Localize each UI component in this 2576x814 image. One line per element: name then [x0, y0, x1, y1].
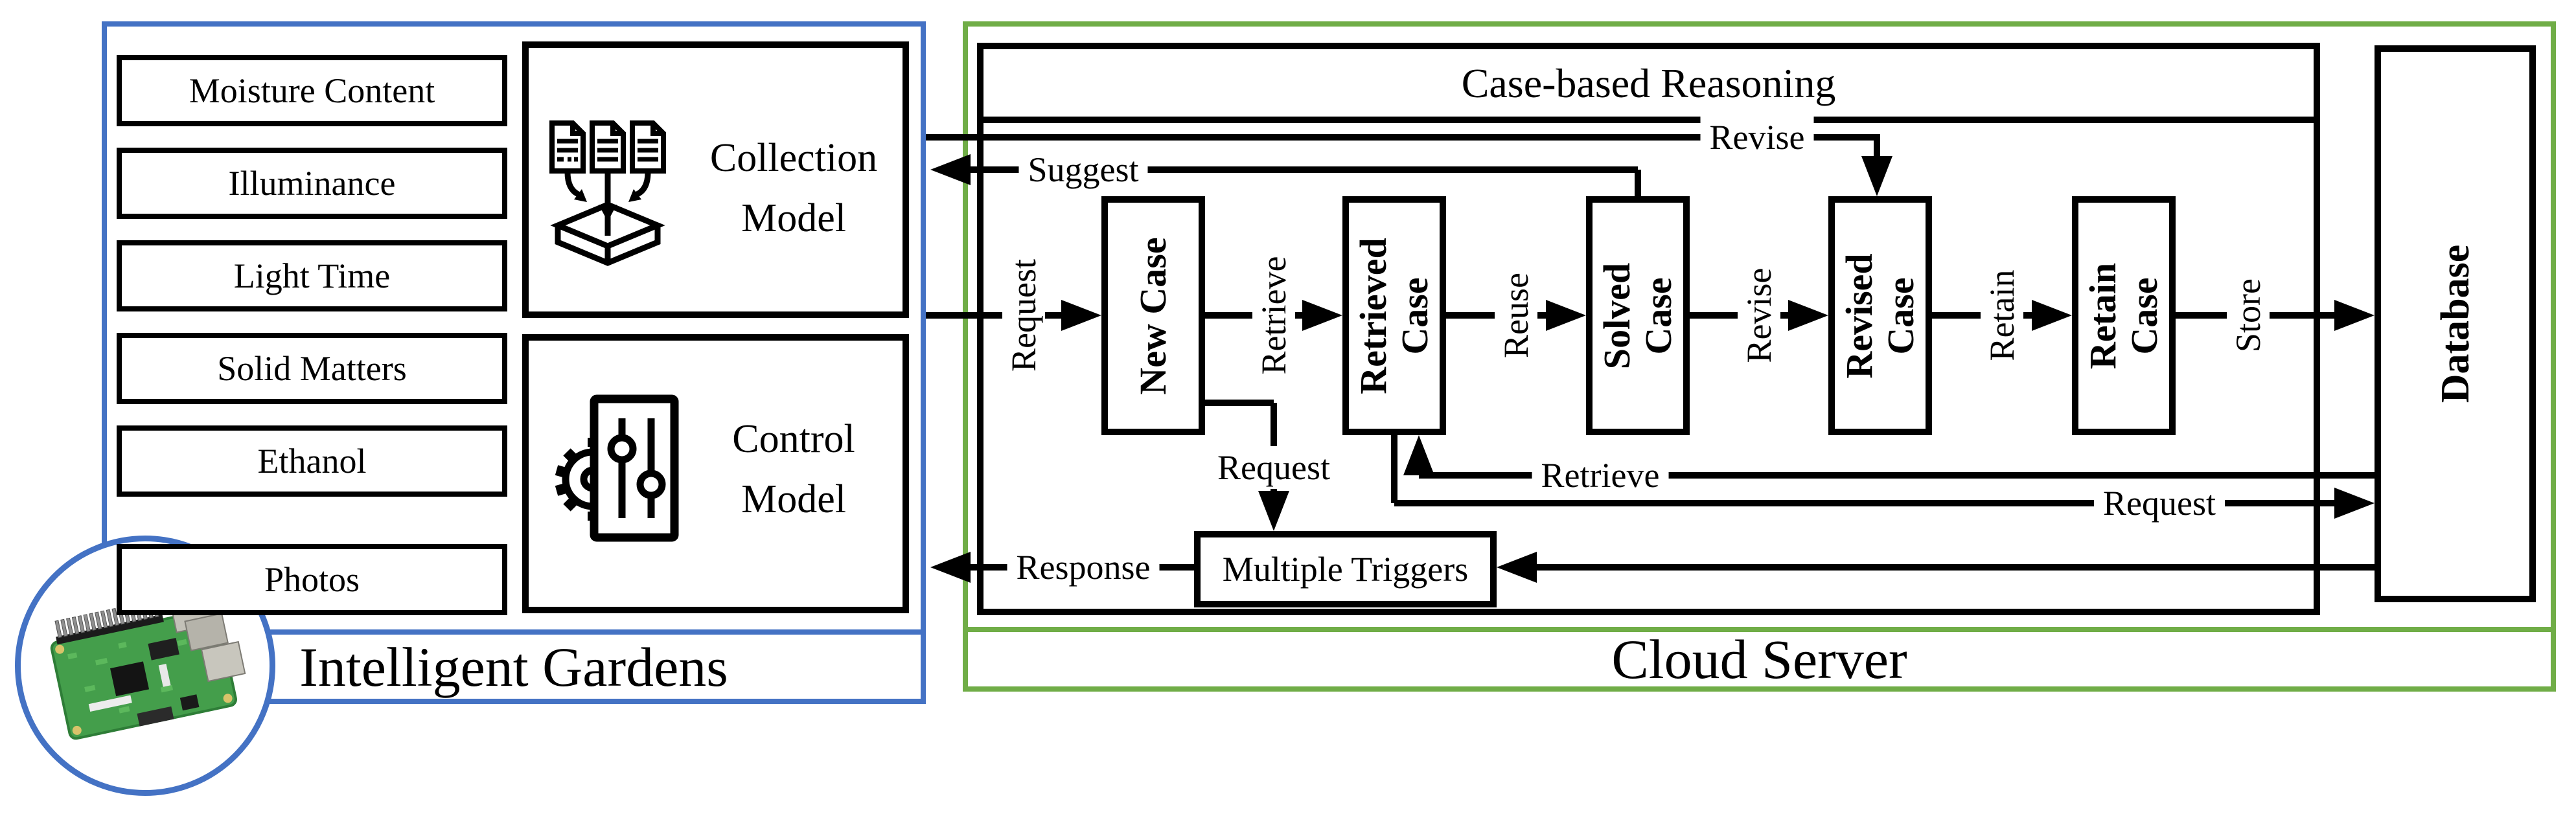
arrowhead-retrieve-up	[1403, 435, 1434, 475]
cloud-server-divider	[963, 627, 2556, 632]
cbr-title: Case-based Reasoning	[1461, 60, 1836, 106]
arrowhead-response-left	[930, 552, 971, 583]
request-to-triggers-label: Request	[1208, 446, 1339, 489]
collection-model-label: Collection Model	[709, 136, 878, 240]
case-box-solved: Solved Case	[1586, 196, 1690, 435]
sensor-label: Moisture Content	[189, 71, 435, 110]
multiple-triggers-label: Multiple Triggers	[1222, 550, 1469, 589]
arrowhead-suggest-left	[930, 154, 971, 185]
arrowhead-into-retrieved-case	[1302, 300, 1342, 331]
documents-collection-icon	[549, 120, 666, 266]
arrowhead-revise-down	[1861, 156, 1892, 196]
sensor-label: Illuminance	[228, 164, 396, 203]
sensor-label: Ethanol	[257, 442, 367, 480]
sensor-box-ethanol: Ethanol	[117, 425, 507, 497]
flow-label-store: Store	[2227, 271, 2270, 360]
sensor-box-solid-matters: Solid Matters	[117, 333, 507, 404]
sensor-box-moisture-content: Moisture Content	[117, 55, 507, 126]
intelligent-gardens-divider	[102, 629, 926, 635]
case-box-new: New Case	[1101, 196, 1205, 435]
arrowhead-into-new-case	[1061, 300, 1101, 331]
case-box-retain: Retain Case	[2072, 196, 2176, 435]
sensor-label: Photos	[264, 560, 360, 599]
cbr-title-divider	[983, 117, 2314, 123]
response-edge-label: Response	[1007, 546, 1160, 589]
case-box-retrieved: Retrieved Case	[1342, 196, 1446, 435]
arrowhead-store-into-database	[2334, 300, 2375, 331]
sensor-label: Light Time	[233, 256, 391, 295]
request-to-database-label: Request	[2094, 482, 2225, 525]
intelligent-gardens-panel	[102, 21, 926, 704]
sensor-label: Solid Matters	[217, 349, 407, 388]
flow-label-revise: Revise	[1738, 260, 1780, 371]
case-box-revised: Revised Case	[1828, 196, 1932, 435]
multiple-triggers-box: Multiple Triggers	[1194, 531, 1497, 607]
arrowhead-request-into-triggers	[1258, 491, 1289, 531]
intelligent-gardens-title: Intelligent Gardens	[299, 635, 728, 698]
gear-sliders-icon	[555, 394, 679, 542]
suggest-edge-label: Suggest	[1018, 148, 1148, 191]
database-box: Database	[2375, 45, 2536, 602]
flow-label-request: Request	[1002, 251, 1045, 379]
arrowhead-into-retain-case	[2032, 300, 2072, 331]
arrowhead-into-solved-case	[1546, 300, 1586, 331]
sensor-box-light-time: Light Time	[117, 240, 507, 311]
cloud-server-label: Cloud Server	[968, 628, 2551, 690]
flow-label-reuse: Reuse	[1495, 265, 1537, 366]
retrieve-from-database-label: Retrieve	[1532, 454, 1669, 497]
sensor-box-illuminance: Illuminance	[117, 148, 507, 219]
revise-edge-label: Revise	[1700, 116, 1814, 159]
flow-label-retrieve: Retrieve	[1252, 248, 1295, 383]
cloud-server-panel	[963, 21, 2556, 692]
intelligent-gardens-label: Intelligent Gardens	[107, 635, 921, 699]
arrowhead-request-into-database	[2334, 488, 2375, 519]
collection-model-box	[522, 41, 909, 318]
arrowhead-into-triggers-left	[1497, 552, 1537, 583]
sensor-box-photos: Photos	[117, 544, 507, 615]
control-model-label: Control Model	[732, 417, 855, 521]
arrowhead-into-revised-case	[1788, 300, 1828, 331]
flow-label-retain: Retain	[1981, 262, 2023, 369]
cloud-server-title: Cloud Server	[1611, 628, 1907, 690]
